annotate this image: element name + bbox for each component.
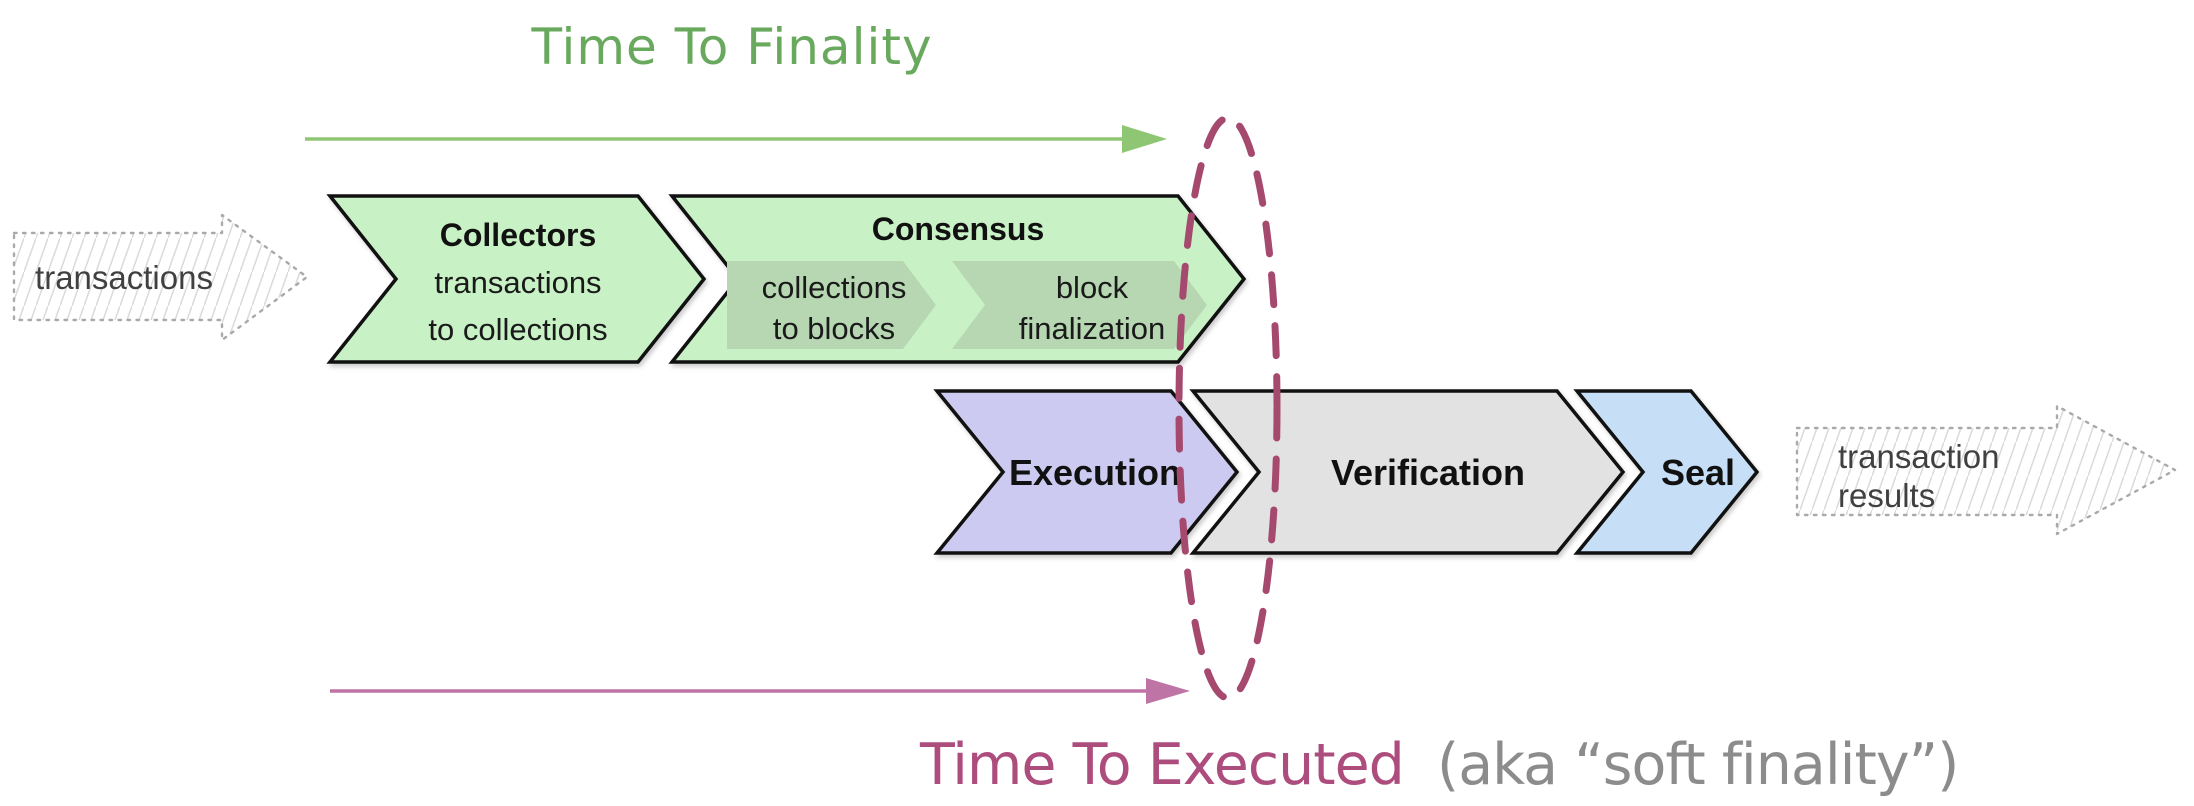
transaction-results-output-arrow: transaction results xyxy=(1795,404,2177,536)
collectors-title: Collectors xyxy=(440,217,596,253)
transactions-input-label: transactions xyxy=(35,259,213,296)
time-to-finality-arrow xyxy=(305,125,1167,153)
consensus-sub1-line2: to blocks xyxy=(773,311,895,346)
consensus-chevron: Consensus collections to blocks block fi… xyxy=(668,194,1247,364)
time-to-finality-label: Time To Finality xyxy=(530,18,932,76)
verification-chevron-shape xyxy=(1189,389,1626,555)
collectors-chevron: Collectors transactions to collections xyxy=(326,194,707,364)
seal-chevron-shape xyxy=(1573,389,1760,555)
consensus-title: Consensus xyxy=(872,211,1044,247)
consensus-sub-chevron-collections-shape xyxy=(727,261,936,349)
transaction-results-arrow-icon xyxy=(1795,404,2177,536)
time-to-finality-arrowhead-icon xyxy=(1122,125,1167,153)
consensus-sub1-line1: collections xyxy=(762,270,907,305)
consensus-sub2-line1: block xyxy=(1056,270,1129,305)
soft-finality-note: (aka “soft finality”) xyxy=(1437,732,1958,798)
transaction-results-line2: results xyxy=(1838,477,1935,514)
consensus-sub2-line2: finalization xyxy=(1019,311,1165,346)
time-to-executed-arrowhead-icon xyxy=(1146,678,1190,704)
execution-label: Execution xyxy=(1009,452,1181,493)
seal-label: Seal xyxy=(1661,452,1735,493)
collectors-line2: to collections xyxy=(428,312,607,347)
transactions-input-arrow-icon xyxy=(12,213,309,342)
seal-chevron: Seal xyxy=(1573,389,1760,555)
verification-label: Verification xyxy=(1331,452,1525,493)
verification-chevron: Verification xyxy=(1189,389,1626,555)
execution-chevron-shape xyxy=(933,389,1240,555)
transaction-results-line1: transaction xyxy=(1838,438,1999,475)
soft-finality-boundary-ellipse xyxy=(1175,114,1281,702)
time-to-executed-arrow xyxy=(330,678,1190,704)
collectors-chevron-shape xyxy=(326,194,707,364)
consensus-sub-chevron-finalization-shape xyxy=(952,261,1207,349)
transactions-input-arrow: transactions xyxy=(12,213,309,342)
time-to-executed-label: Time To Executed (aka “soft finality”) xyxy=(919,732,1958,798)
collectors-line1: transactions xyxy=(434,265,601,300)
time-to-executed-highlight: Time To Executed xyxy=(919,732,1404,798)
execution-chevron: Execution xyxy=(933,389,1240,555)
